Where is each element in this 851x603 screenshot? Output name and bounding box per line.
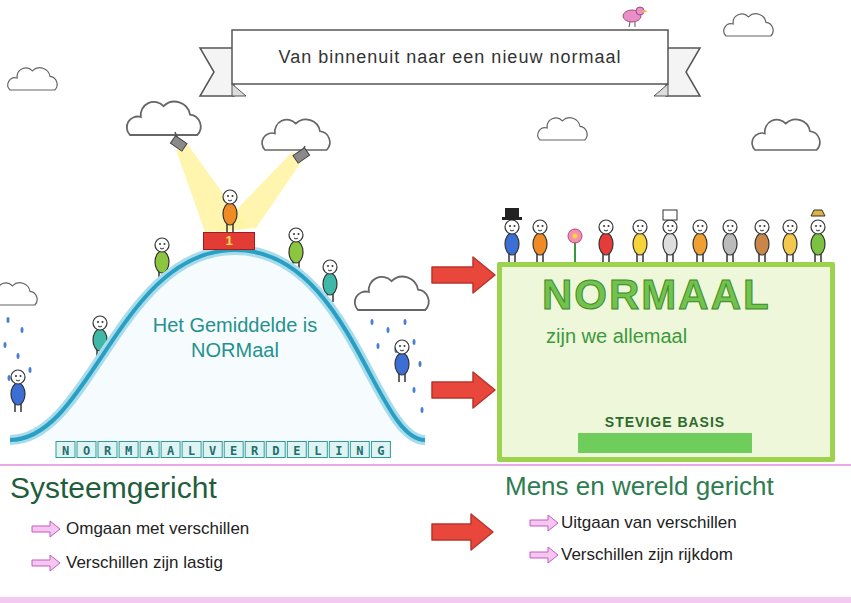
decoration-ellipse (387, 327, 390, 333)
decoration-ellipse (4, 342, 7, 348)
decoration-use (262, 119, 330, 150)
letter-band: NORMAALVERDELING (55, 441, 398, 460)
decoration-use (811, 220, 825, 262)
decoration-rect (170, 136, 187, 151)
panel-text: Mens en wereld gericht (505, 470, 851, 502)
block-arrow (432, 514, 493, 550)
decoration-ellipse (7, 317, 10, 323)
decoration-rect (293, 148, 310, 163)
decoration-ellipse (377, 343, 380, 349)
decoration-ellipse (419, 361, 422, 367)
decoration-rect (505, 208, 519, 218)
curve-text: Het Gemiddelde is NORMaal (140, 313, 330, 363)
panel-text: Verschillen zijn lastig (66, 552, 430, 574)
decoration-use (223, 190, 237, 232)
decoration-ellipse (8, 375, 11, 381)
decoration-path (811, 210, 825, 216)
decoration-use (538, 118, 587, 140)
decoration-line (635, 22, 636, 27)
base-text: STEVIGE BASIS (578, 413, 752, 453)
decoration-rect (502, 217, 522, 220)
decoration-use (11, 370, 25, 412)
decoration-use (723, 220, 737, 262)
curve-line-outer (10, 250, 425, 440)
decoration-use (755, 220, 769, 262)
curve-fill (10, 250, 425, 440)
decoration-polygon (530, 515, 558, 531)
decoration-line (574, 242, 576, 262)
decoration-use (533, 220, 547, 262)
curve-line (10, 250, 425, 440)
panel-text: Systeemgericht (10, 470, 430, 506)
decoration-use (724, 14, 773, 36)
decoration-line (0, 464, 851, 466)
decoration-ellipse (404, 319, 407, 325)
box-text: NORMAAL (542, 271, 830, 319)
decoration-use (783, 220, 797, 262)
decoration-polygon (200, 48, 234, 96)
normal-box: NORMAAL zijn we allemaalSTEVIGE BASIS (497, 262, 835, 462)
decoration-ellipse (29, 367, 32, 373)
system-panel: SysteemgerichtOmgaan met verschillenVers… (0, 468, 430, 596)
decoration-ellipse (413, 387, 416, 393)
bell-curve: Het Gemiddelde is NORMaal 1NORMAALVERDELI… (0, 195, 430, 460)
decoration-use (599, 220, 613, 262)
decoration-use (395, 340, 409, 382)
decoration-rect (663, 210, 677, 220)
decoration-ellipse (21, 327, 24, 333)
block-arrow (432, 372, 495, 408)
podium: 1 (203, 232, 255, 250)
decoration-circle (636, 7, 644, 15)
decoration-ellipse (413, 339, 416, 345)
decoration-polygon (32, 555, 60, 571)
decoration-circle (573, 234, 578, 239)
decoration-line (629, 22, 630, 27)
decoration-circle (568, 229, 582, 243)
decoration-use (0, 283, 37, 305)
decoration-use (505, 220, 519, 262)
decoration-polygon (643, 10, 648, 13)
decoration-polygon (530, 547, 558, 563)
decoration-use (663, 220, 677, 262)
decoration-polygon (232, 84, 246, 96)
decoration-use (127, 102, 201, 135)
decoration-use (633, 220, 647, 262)
rank-number: 1 (204, 233, 254, 249)
solid-base: STEVIGE BASIS (578, 413, 752, 453)
panel-text: Omgaan met verschillen (66, 518, 430, 540)
panel-text: Uitgaan van verschillen (561, 512, 851, 534)
decoration-rect (0, 597, 851, 603)
letter-text: NORMAALVERDELING (55, 443, 398, 460)
decoration-polygon (666, 48, 700, 96)
box-text: zijn we allemaal (546, 323, 830, 349)
decoration-polygon (32, 521, 60, 537)
decoration-ellipse (371, 319, 374, 325)
people-panel: Mens en wereld gerichtUitgaan van versch… (495, 468, 851, 596)
decoration-rect (232, 30, 668, 84)
decoration-use (355, 277, 429, 310)
decoration-ellipse (17, 353, 20, 359)
decoration-ellipse (421, 407, 424, 413)
decoration-use (693, 220, 707, 262)
block-arrow (432, 257, 495, 293)
decoration-use (752, 119, 820, 150)
decoration-polygon (215, 152, 304, 232)
panel-text: Verschillen zijn rijkdom (561, 544, 851, 566)
decoration-use (8, 68, 57, 90)
title-ribbon: Van binnenuit naar een nieuw normaal (232, 45, 668, 69)
decoration-polygon (654, 84, 668, 96)
title-text: Van binnenuit naar een nieuw normaal (232, 45, 668, 69)
